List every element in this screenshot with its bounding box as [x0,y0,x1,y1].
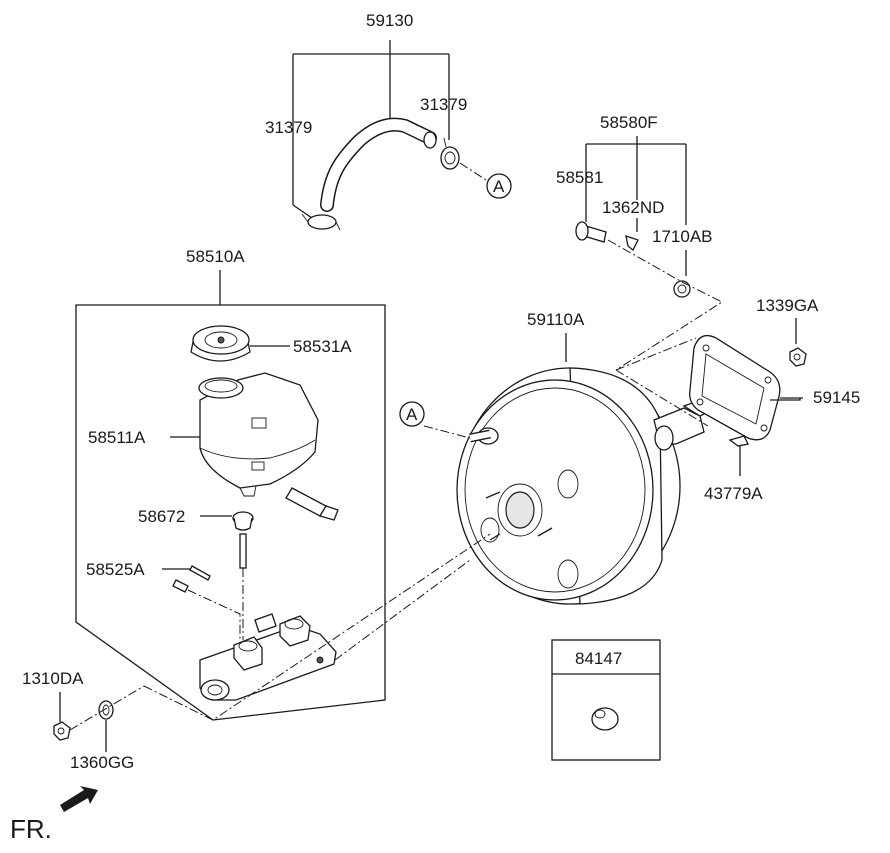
ref-circle-a-booster [399,401,425,427]
booster-gasket [689,334,781,441]
fastener-assembly-line [69,685,145,731]
mounting-bolt [189,565,211,581]
label-1339GA: 1339GA [756,296,819,315]
hose-end [423,131,437,149]
hose-clip-left [301,213,341,231]
plug-84147 [591,707,619,731]
label-31379-left: 31379 [265,118,312,137]
hose-clip-right [440,137,460,170]
master-cylinder-group: 58510A 58531A 58511A [75,247,386,721]
gasket-assembly-line [615,337,697,371]
label-58511A: 58511A [88,428,146,447]
label-58531A: 58531A [293,337,352,356]
brake-fluid-reservoir [198,372,319,497]
label-1362ND: 1362ND [602,198,664,217]
group-frame [75,304,386,721]
label-58581: 58581 [556,168,603,187]
leader-31379-left [292,204,313,219]
clevis-pin [575,221,607,243]
reservoir-assembly-line [187,568,244,640]
part-84147-box: 84147 [551,639,661,761]
reservoir-pin [239,533,247,569]
pin-assembly-line [607,239,724,371]
ref-a-top: A [493,177,505,196]
label-1310DA: 1310DA [22,669,84,688]
label-84147: 84147 [575,649,622,668]
label-59110A: 59110A [527,310,585,329]
cylinder-to-booster-line [143,533,491,721]
washer-1360GG [98,700,114,720]
leader-59145 [770,397,803,401]
washer-1710AB [673,280,691,298]
ref-line-a-top [459,162,487,181]
label-58510A: 58510A [186,247,245,266]
clip-43779A [728,435,749,447]
label-58525A: 58525A [86,560,145,579]
label-58672: 58672 [138,507,185,526]
vacuum-booster [456,367,718,605]
label-59130: 59130 [366,11,413,30]
leader-58580F [585,136,687,225]
bleeder-screw [172,579,189,593]
ref-a-booster: A [406,405,418,424]
pin-kit-group: 58580F 58581 1362ND 1710AB [556,113,724,371]
label-1710AB: 1710AB [652,227,713,246]
ref-line-a-booster [423,425,471,439]
fr-label: FR. [10,814,52,844]
booster-studs [485,491,553,541]
reservoir-cap [190,325,251,362]
label-43779A: 43779A [704,484,763,503]
gasket-group: 59145 1339GA 43779A [615,296,860,503]
label-31379-right: 31379 [420,95,467,114]
ref-circle-a-top [486,173,512,199]
reservoir-grommet [232,511,254,531]
nut-1339GA [789,347,807,367]
brake-booster-group: 59110A A [143,310,741,721]
master-cylinder-body [199,613,337,701]
level-sensor-connector [285,487,339,521]
label-58580F: 58580F [600,113,658,132]
fasteners-group: 1310DA 1360GG [22,669,145,772]
nut-1310DA [53,721,71,741]
label-1360GG: 1360GG [70,753,134,772]
label-59145: 59145 [813,388,860,407]
snap-pin [625,235,639,252]
front-direction-indicator: FR. [10,786,98,844]
front-arrow-icon [60,786,98,812]
leader-pin-parts [585,196,687,276]
leader-59130 [292,40,450,205]
box-84147-frame [551,639,661,761]
hose-assembly-group: 59130 31379 31379 A [265,11,512,231]
